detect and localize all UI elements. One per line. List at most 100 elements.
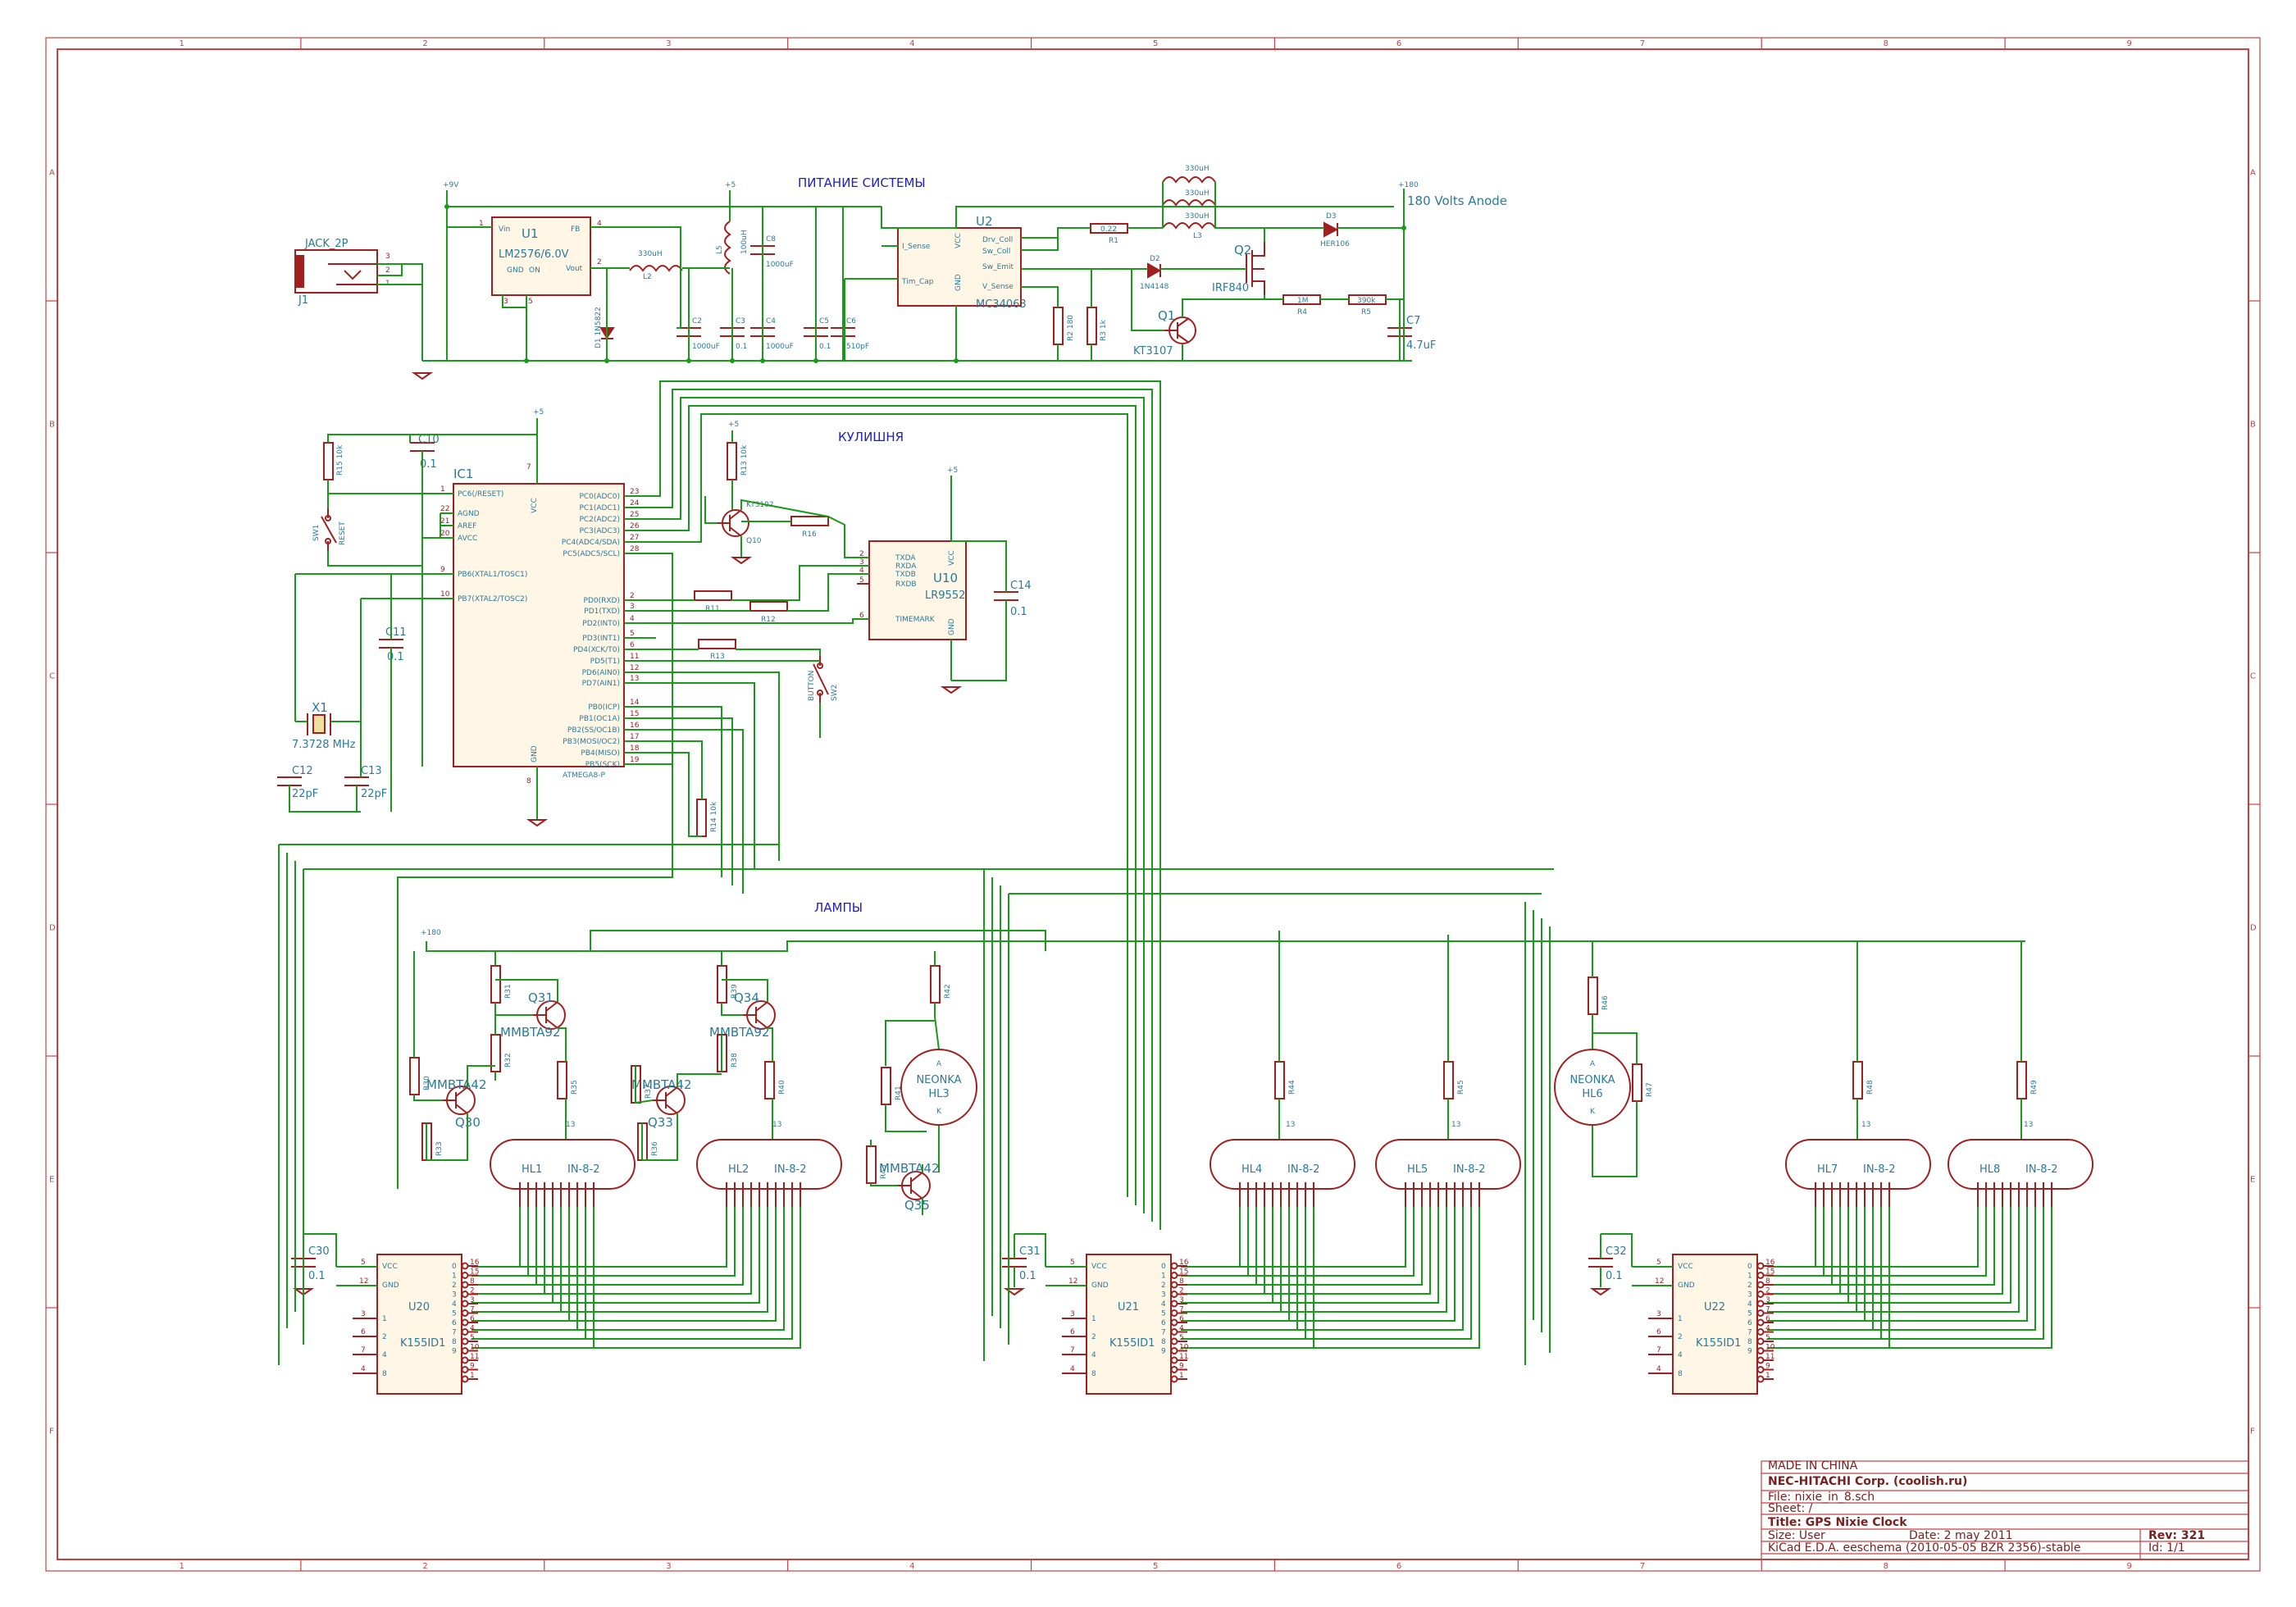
grid-row-right: F <box>2250 1427 2255 1436</box>
q1-value: KT3107 <box>1133 345 1173 357</box>
q2-ref: Q2 <box>1234 243 1251 257</box>
junction-7 <box>813 358 818 363</box>
junction-1 <box>444 204 449 209</box>
r3-label: R3 1k <box>1100 319 1108 341</box>
u21-out-pin: 15 <box>1179 1268 1188 1277</box>
x1-ref: X1 <box>312 700 328 715</box>
u21-in-pin: 3 <box>1070 1310 1075 1318</box>
c12-symbol <box>277 776 302 786</box>
ic1-right-pin-num: 18 <box>630 744 640 753</box>
u20-pwr-pin: 5 <box>361 1259 366 1267</box>
sw1-c1 <box>325 515 331 521</box>
hl6-cathode-k: K <box>1590 1108 1596 1116</box>
q31-value: MMBTA92 <box>500 1025 561 1040</box>
l1-coil <box>1162 176 1216 184</box>
hl8-envelope <box>1947 1139 2093 1190</box>
c32-value: 0.1 <box>1606 1270 1623 1282</box>
grid-col-bottom: 7 <box>1640 1562 1645 1571</box>
u21-in-label: 8 <box>1091 1370 1096 1378</box>
u20-out-bubble <box>461 1328 469 1336</box>
u10-pin-num: 6 <box>859 612 864 620</box>
c32-wires <box>1600 1233 1633 1287</box>
u20-out-pin: 5 <box>470 1334 475 1342</box>
u22-out-pin: 10 <box>1765 1344 1775 1352</box>
u22-out-pin: 15 <box>1765 1268 1774 1277</box>
u21-out-bubble <box>1170 1375 1178 1383</box>
decoders: U20K155ID1VCCGND512316274481615823764510… <box>291 1233 1775 1395</box>
hl4-envelope <box>1210 1139 1355 1190</box>
u21-vcc: VCC <box>1091 1263 1107 1271</box>
c13-symbol <box>344 776 369 786</box>
u20-out-pin: 2 <box>470 1287 475 1295</box>
u22-out-pin: 4 <box>1765 1325 1770 1333</box>
c31-symbol <box>1002 1258 1027 1268</box>
ic1-gnd: GND <box>531 745 539 763</box>
u21-in-label: 2 <box>1091 1333 1096 1341</box>
u21-out-bubble <box>1170 1347 1178 1354</box>
ic1-right-pin-label: PD5(T1) <box>590 658 620 666</box>
r-hl2-anode-label: R40 <box>778 1080 786 1095</box>
r5-value: 390k <box>1357 297 1376 305</box>
gnd-sym-power <box>411 372 434 380</box>
u10-body <box>868 540 967 640</box>
u21-in-pin: 6 <box>1070 1328 1075 1336</box>
grid-col-top: 8 <box>1884 39 1888 48</box>
u22-out-label: 8 <box>1747 1338 1752 1346</box>
u22-out-bubble <box>1756 1300 1765 1308</box>
vcc-sym3: +180 <box>1398 181 1419 189</box>
u22-out-bubble <box>1756 1318 1765 1327</box>
u22-in-pin: 3 <box>1656 1310 1661 1318</box>
r-hl5-anode <box>1443 1061 1454 1099</box>
u21-out-bubble <box>1170 1356 1178 1364</box>
l3-ref: L3 <box>1193 232 1202 240</box>
u20-out-pin: 7 <box>470 1306 475 1314</box>
u1-p5: 5 <box>528 298 533 306</box>
u21-out-pin: 11 <box>1179 1353 1188 1361</box>
u2-vcc: VCC <box>954 233 963 248</box>
sw1-c2 <box>325 538 331 544</box>
u21-out-label: 9 <box>1161 1348 1166 1356</box>
u21-out-bubble <box>1170 1328 1178 1336</box>
u22-gnd: GND <box>1678 1282 1695 1290</box>
tb-size: Size: User <box>1768 1529 1825 1542</box>
ic1-right-pin-label: PD7(AIN1) <box>582 680 620 688</box>
u2-value: MC34063 <box>976 298 1027 311</box>
d2-ref: D2 <box>1150 255 1160 263</box>
hl5-envelope <box>1375 1139 1521 1190</box>
tb-company: NEC-HITACHI Corp. (coolish.ru) <box>1768 1475 1967 1488</box>
u20-out-pin: 8 <box>470 1277 475 1286</box>
r-q34-base-label: R38 <box>731 1053 739 1068</box>
u21-in-pin: 4 <box>1070 1365 1075 1373</box>
ic1-right-pin-num: 15 <box>630 710 639 718</box>
u20-out-label: 8 <box>452 1338 457 1346</box>
q1-leads <box>1164 317 1190 344</box>
hl1-value: IN-8-2 <box>567 1163 599 1176</box>
section-cooler: КУЛИШНЯ <box>838 430 904 444</box>
d3-value: HER106 <box>1320 240 1350 248</box>
hl4-anode: 13 <box>1286 1121 1295 1129</box>
r1-value: 0.22 <box>1100 225 1117 234</box>
u20-out-bubble <box>461 1262 469 1270</box>
r15-label: R15 10k <box>336 444 344 476</box>
u20-out-label: 2 <box>452 1282 457 1290</box>
u21-out-label: 7 <box>1161 1329 1166 1337</box>
ic1-right-pin-label: PB4(MISO) <box>581 749 620 758</box>
r1-ref: R1 <box>1109 237 1118 245</box>
u22-out-pin: 7 <box>1765 1306 1770 1314</box>
u2-swcoll: Sw_Coll <box>982 248 1010 256</box>
u21-gnd-pin: 12 <box>1068 1277 1077 1286</box>
r-q34-top <box>717 965 727 1004</box>
r-q33-a-label: R37 <box>645 1084 653 1099</box>
tb-kicad: KiCad E.D.A. eeschema (2010-05-05 BZR 23… <box>1768 1541 2080 1555</box>
q10-leads <box>718 509 742 537</box>
u20-out-bubble <box>461 1356 469 1364</box>
c5-ref: C5 <box>819 317 829 325</box>
r-hl6-top <box>1588 976 1598 1015</box>
d2-symbol <box>1147 262 1162 279</box>
ic1-right-pin-num: 4 <box>630 615 635 623</box>
u20-out-bubble <box>461 1337 469 1345</box>
u22-out-bubble <box>1756 1366 1765 1373</box>
ic1-right-pin-label: PC1(ADC1) <box>579 504 620 512</box>
tb-file: File: nixie_in_8.sch <box>1768 1491 1875 1504</box>
